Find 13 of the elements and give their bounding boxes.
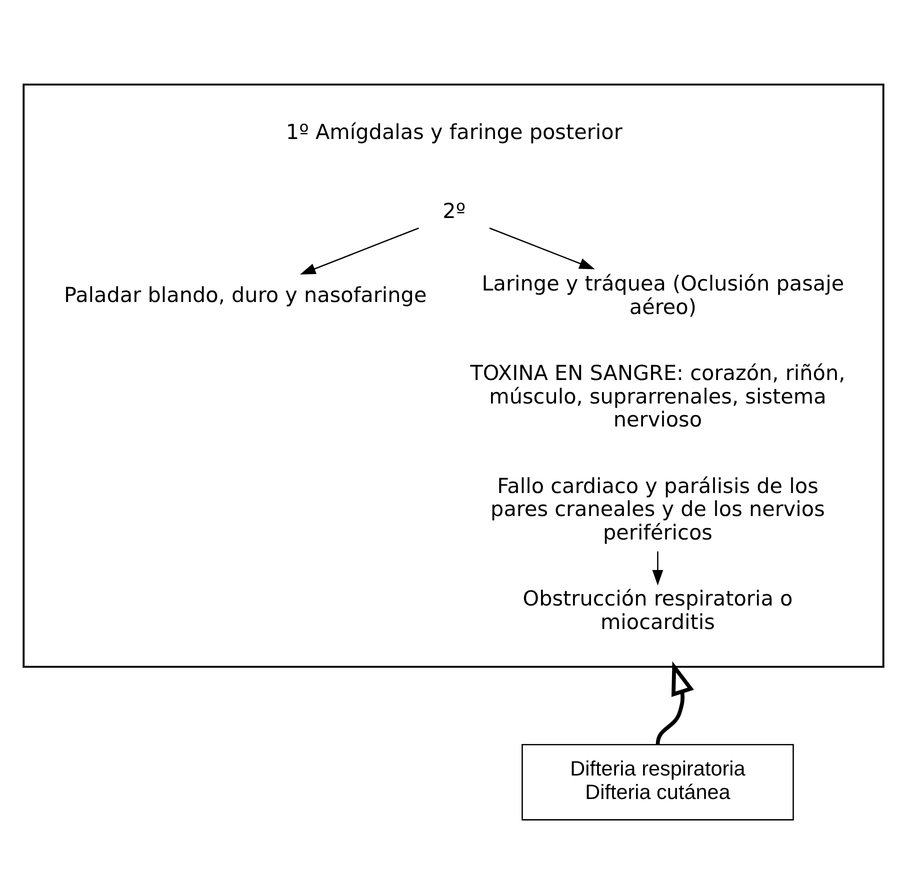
node-box: Difteria respiratoria Difteria cutánea	[522, 744, 794, 820]
node-text: Obstrucción respiratoria o miocarditis	[522, 586, 793, 634]
node-text: Fallo cardiaco y parálisis de los pares craneales y de los nervios periféricos	[490, 474, 825, 544]
node-text: TOXINA EN SANGRE: corazón, riñón, músculo, suprarrenales, sistema nervioso	[470, 360, 846, 432]
arrow	[489, 228, 595, 270]
arrow	[300, 228, 419, 275]
arrow	[652, 551, 664, 586]
node-text: Paladar blando, duro y nasofaringe	[64, 283, 427, 308]
node-text: 1º Amígdalas y faringe posterior	[286, 120, 622, 144]
arrow	[656, 661, 694, 745]
cluster	[22, 84, 884, 668]
node-text: 2º	[442, 198, 466, 223]
node-text: Laringe y tráquea (Oclusión pasaje aéreo)	[482, 271, 844, 319]
